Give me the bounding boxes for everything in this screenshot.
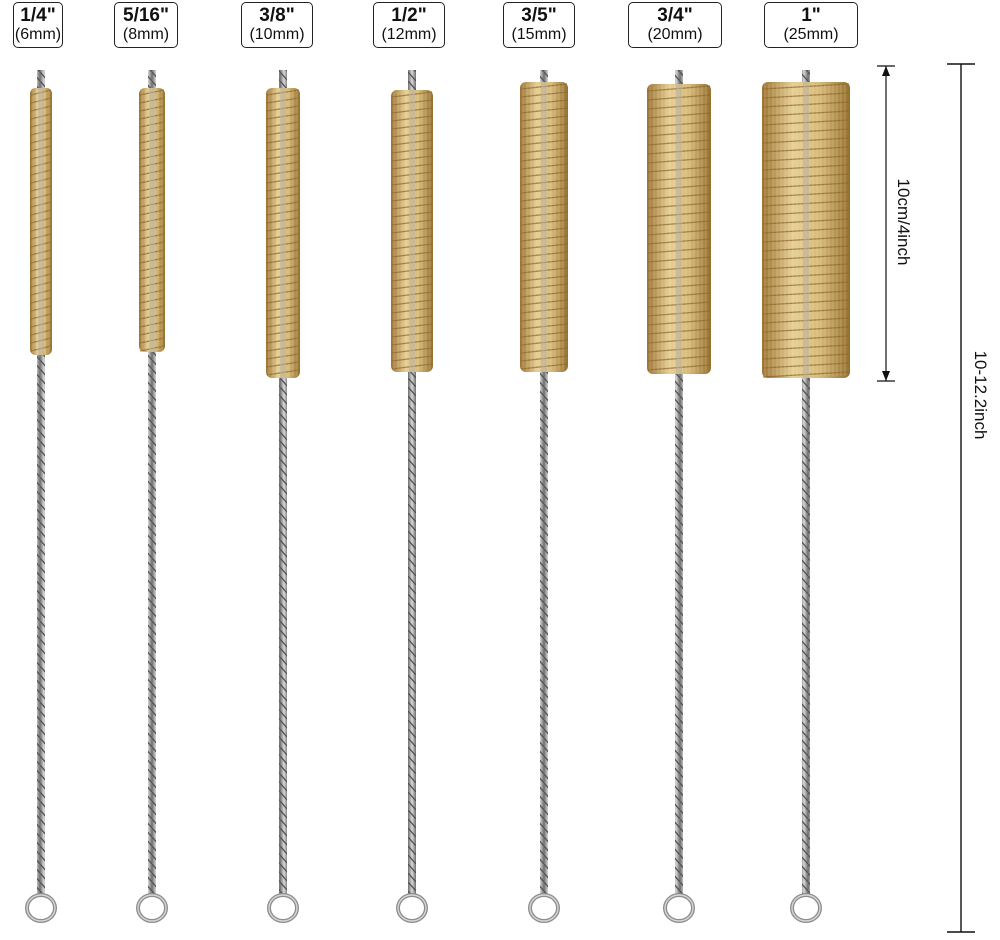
twisted-shaft xyxy=(675,370,683,894)
wire-tip xyxy=(540,70,548,86)
core-wire xyxy=(409,90,415,372)
size-inch: 1" xyxy=(801,5,821,26)
core-wire xyxy=(676,84,682,374)
end-loop-highlight xyxy=(664,894,694,922)
size-mm: (12mm) xyxy=(381,26,437,43)
end-loop-highlight xyxy=(791,894,821,922)
core-wire xyxy=(149,88,155,352)
size-mm: (6mm) xyxy=(14,26,62,43)
brush-3 xyxy=(266,70,300,923)
twisted-shaft xyxy=(802,374,810,894)
size-inch: 3/4" xyxy=(657,5,693,26)
size-label-3-4: 3/4" (20mm) xyxy=(628,2,722,48)
twisted-shaft xyxy=(540,368,548,894)
size-label-1: 1" (25mm) xyxy=(764,2,858,48)
size-mm: (20mm) xyxy=(647,26,703,43)
size-inch: 5/16" xyxy=(123,5,169,26)
size-inch: 3/5" xyxy=(521,5,557,26)
size-inch: 3/8" xyxy=(259,5,295,26)
core-wire xyxy=(803,82,809,378)
head-length-dimension xyxy=(877,65,895,382)
end-loop-highlight xyxy=(268,894,298,922)
core-wire xyxy=(280,88,286,378)
brush-1 xyxy=(25,70,57,923)
brushes-group xyxy=(25,70,850,923)
end-loop-highlight xyxy=(137,894,167,922)
head-length-label: 10cm/4inch xyxy=(894,178,913,266)
size-mm: (15mm) xyxy=(511,26,567,43)
size-mm: (8mm) xyxy=(122,26,170,43)
size-label-3-5: 3/5" (15mm) xyxy=(503,2,575,48)
brush-6 xyxy=(647,70,711,923)
core-wire xyxy=(38,88,44,355)
total-length-label: 10-12.2inch xyxy=(971,350,990,440)
size-label-3-8: 3/8" (10mm) xyxy=(241,2,313,48)
size-inch: 1/4" xyxy=(20,5,56,26)
wire-tip xyxy=(408,70,416,94)
size-inch: 1/2" xyxy=(391,5,427,26)
size-mm: (10mm) xyxy=(249,26,305,43)
wire-tip xyxy=(37,70,45,92)
wire-tip xyxy=(802,70,810,86)
twisted-shaft xyxy=(37,351,45,894)
twisted-shaft xyxy=(408,368,416,894)
brush-2 xyxy=(136,70,168,923)
size-mm: (25mm) xyxy=(783,26,839,43)
wire-tip xyxy=(279,70,287,92)
total-length-dimension xyxy=(947,63,975,933)
brush-7 xyxy=(762,70,850,923)
core-wire xyxy=(541,82,547,372)
end-loop-highlight xyxy=(529,894,559,922)
size-label-1-2: 1/2" (12mm) xyxy=(373,2,445,48)
brush-4 xyxy=(391,70,433,923)
size-label-1-4: 1/4" (6mm) xyxy=(13,2,63,48)
twisted-shaft xyxy=(148,348,156,894)
wire-tip xyxy=(675,70,683,88)
end-loop-highlight xyxy=(397,894,427,922)
end-loop-highlight xyxy=(26,894,56,922)
twisted-shaft xyxy=(279,374,287,894)
brush-5 xyxy=(520,70,568,923)
size-label-5-16: 5/16" (8mm) xyxy=(114,2,178,48)
wire-tip xyxy=(148,70,156,92)
